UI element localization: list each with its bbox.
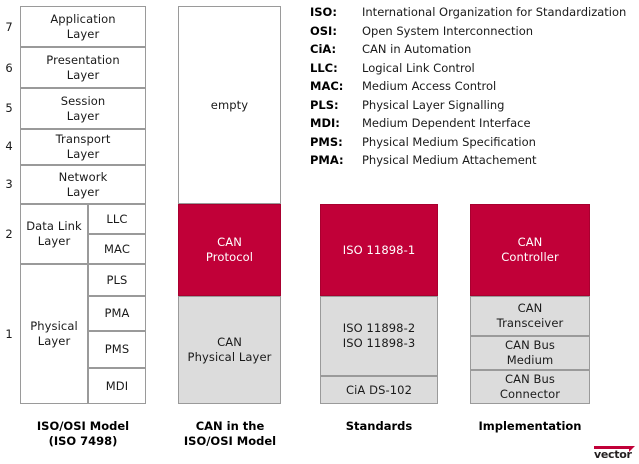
legend-item-llc: LLC: Logical Link Control — [310, 59, 639, 78]
legend-abbr-llc: LLC: — [310, 60, 338, 75]
osi-layer-session-label: Session Layer — [60, 93, 106, 123]
layer-number-7: 7 — [5, 19, 13, 34]
caption-implementation: Implementation — [460, 419, 600, 434]
legend-item-pma: PMA: Physical Medium Attachement — [310, 151, 639, 170]
legend-desc-pms: Physical Medium Specification — [362, 134, 536, 149]
osi-sublayer-pma[interactable]: PMA — [88, 296, 146, 331]
osi-sublayer-pms[interactable]: PMS — [88, 331, 146, 368]
legend-item-iso: ISO: International Organization for Stan… — [310, 3, 639, 22]
layer-number-5: 5 — [5, 101, 13, 115]
legend-item-pms: PMS: Physical Medium Specification — [310, 133, 639, 152]
legend-abbr-mdi: MDI: — [310, 116, 340, 131]
vector-logo-text: vector — [594, 448, 632, 461]
legend-desc-osi: Open System Interconnection — [362, 23, 534, 38]
osi-layer-presentation-label: Presentation Layer — [46, 52, 120, 82]
can-block-protocol-label: CAN Protocol — [205, 235, 254, 264]
osi-sublayer-mdi[interactable]: MDI — [88, 368, 146, 404]
implementation-can-transceiver[interactable]: CAN Transceiver — [470, 296, 590, 336]
can-block-physical-layer-label: CAN Physical Layer — [187, 335, 272, 364]
caption-osi-model: ISO/OSI Model (ISO 7498) — [13, 419, 153, 449]
standard-iso-11898-1-label: ISO 11898-1 — [342, 242, 416, 257]
osi-layer-physical[interactable]: Physical Layer — [20, 264, 88, 404]
implementation-can-bus-medium[interactable]: CAN Bus Medium — [470, 336, 590, 370]
layer-number-3: 3 — [5, 177, 13, 191]
legend-desc-cia: CAN in Automation — [362, 42, 472, 57]
layer-number-4: 4 — [5, 139, 13, 153]
caption-can-model-line2: ISO/OSI Model — [183, 433, 277, 448]
standard-cia-ds-102[interactable]: CiA DS-102 — [320, 376, 438, 404]
osi-sublayer-pma-label: PMA — [104, 306, 130, 321]
caption-standards: Standards — [309, 419, 449, 434]
legend-desc-llc: Logical Link Control — [362, 60, 475, 75]
legend-item-mac: MAC: Medium Access Control — [310, 77, 639, 96]
legend-item-cia: CiA: CAN in Automation — [310, 40, 639, 59]
can-block-protocol[interactable]: CAN Protocol — [178, 204, 281, 296]
osi-sublayer-pls[interactable]: PLS — [88, 264, 146, 296]
osi-layer-network-label: Network Layer — [58, 169, 108, 199]
vector-logo-bar-icon — [594, 446, 629, 449]
layer-number-1: 1 — [5, 327, 13, 341]
can-block-empty[interactable]: empty — [178, 6, 281, 204]
osi-layer-datalink[interactable]: Data Link Layer — [20, 204, 88, 264]
layer-number-2: 2 — [5, 227, 13, 241]
vector-logo-triangle-icon — [629, 446, 635, 452]
implementation-can-bus-connector[interactable]: CAN Bus Connector — [470, 370, 590, 404]
standard-cia-ds-102-label: CiA DS-102 — [345, 382, 412, 397]
legend-item-pls: PLS: Physical Layer Signalling — [310, 96, 639, 115]
osi-layer-presentation[interactable]: Presentation Layer — [20, 47, 146, 88]
standard-iso-11898-2-3[interactable]: ISO 11898-2 ISO 11898-3 — [320, 296, 438, 376]
osi-layer-transport-label: Transport Layer — [55, 132, 111, 161]
osi-layer-datalink-label: Data Link Layer — [26, 219, 82, 248]
caption-can-model-line1: CAN in the — [195, 419, 265, 433]
legend-desc-mdi: Medium Dependent Interface — [362, 116, 531, 131]
legend-desc-iso: International Organization for Standardi… — [362, 5, 627, 20]
legend-desc-mac: Medium Access Control — [362, 79, 497, 94]
implementation-can-bus-connector-label: CAN Bus Connector — [499, 372, 561, 401]
osi-sublayer-pls-label: PLS — [106, 272, 128, 287]
layer-number-6: 6 — [5, 60, 13, 75]
caption-standards-line1: Standards — [345, 419, 413, 433]
legend-abbr-pma: PMA: — [310, 153, 344, 168]
osi-layer-application[interactable]: Application Layer — [20, 6, 146, 47]
standard-iso-11898-1[interactable]: ISO 11898-1 — [320, 204, 438, 296]
osi-sublayer-mac[interactable]: MAC — [88, 234, 146, 264]
osi-sublayer-mac-label: MAC — [104, 241, 130, 256]
abbreviation-legend: ISO: International Organization for Stan… — [310, 3, 639, 170]
implementation-can-transceiver-label: CAN Transceiver — [496, 301, 564, 330]
osi-layer-network[interactable]: Network Layer — [20, 165, 146, 204]
legend-abbr-osi: OSI: — [310, 23, 337, 38]
implementation-can-controller-label: CAN Controller — [501, 235, 559, 264]
legend-abbr-iso: ISO: — [310, 5, 337, 20]
caption-osi-model-line2: (ISO 7498) — [48, 433, 118, 448]
legend-desc-pma: Physical Medium Attachement — [362, 153, 537, 168]
osi-sublayer-llc[interactable]: LLC — [88, 204, 146, 234]
caption-osi-model-line1: ISO/OSI Model — [36, 419, 130, 433]
osi-sublayer-llc-label: LLC — [106, 211, 128, 226]
caption-can-model: CAN in the ISO/OSI Model — [160, 419, 300, 449]
legend-desc-pls: Physical Layer Signalling — [362, 97, 505, 112]
legend-abbr-pls: PLS: — [310, 97, 339, 112]
standard-iso-11898-2-3-label: ISO 11898-2 ISO 11898-3 — [342, 321, 416, 350]
can-block-physical-layer[interactable]: CAN Physical Layer — [178, 296, 281, 404]
legend-item-mdi: MDI: Medium Dependent Interface — [310, 114, 639, 133]
osi-layer-application-label: Application Layer — [50, 11, 116, 41]
legend-abbr-cia: CiA: — [310, 42, 337, 57]
vector-logo: vector — [594, 444, 636, 461]
implementation-can-controller[interactable]: CAN Controller — [470, 204, 590, 296]
implementation-can-bus-medium-label: CAN Bus Medium — [504, 338, 556, 367]
legend-abbr-mac: MAC: — [310, 79, 344, 94]
osi-layer-physical-label: Physical Layer — [30, 319, 78, 348]
legend-abbr-pms: PMS: — [310, 134, 343, 149]
osi-sublayer-mdi-label: MDI — [105, 378, 129, 393]
osi-sublayer-pms-label: PMS — [104, 342, 130, 357]
can-block-empty-label: empty — [210, 97, 249, 112]
osi-layer-transport[interactable]: Transport Layer — [20, 129, 146, 165]
legend-item-osi: OSI: Open System Interconnection — [310, 22, 639, 41]
osi-layer-session[interactable]: Session Layer — [20, 88, 146, 129]
caption-implementation-line1: Implementation — [478, 419, 582, 433]
